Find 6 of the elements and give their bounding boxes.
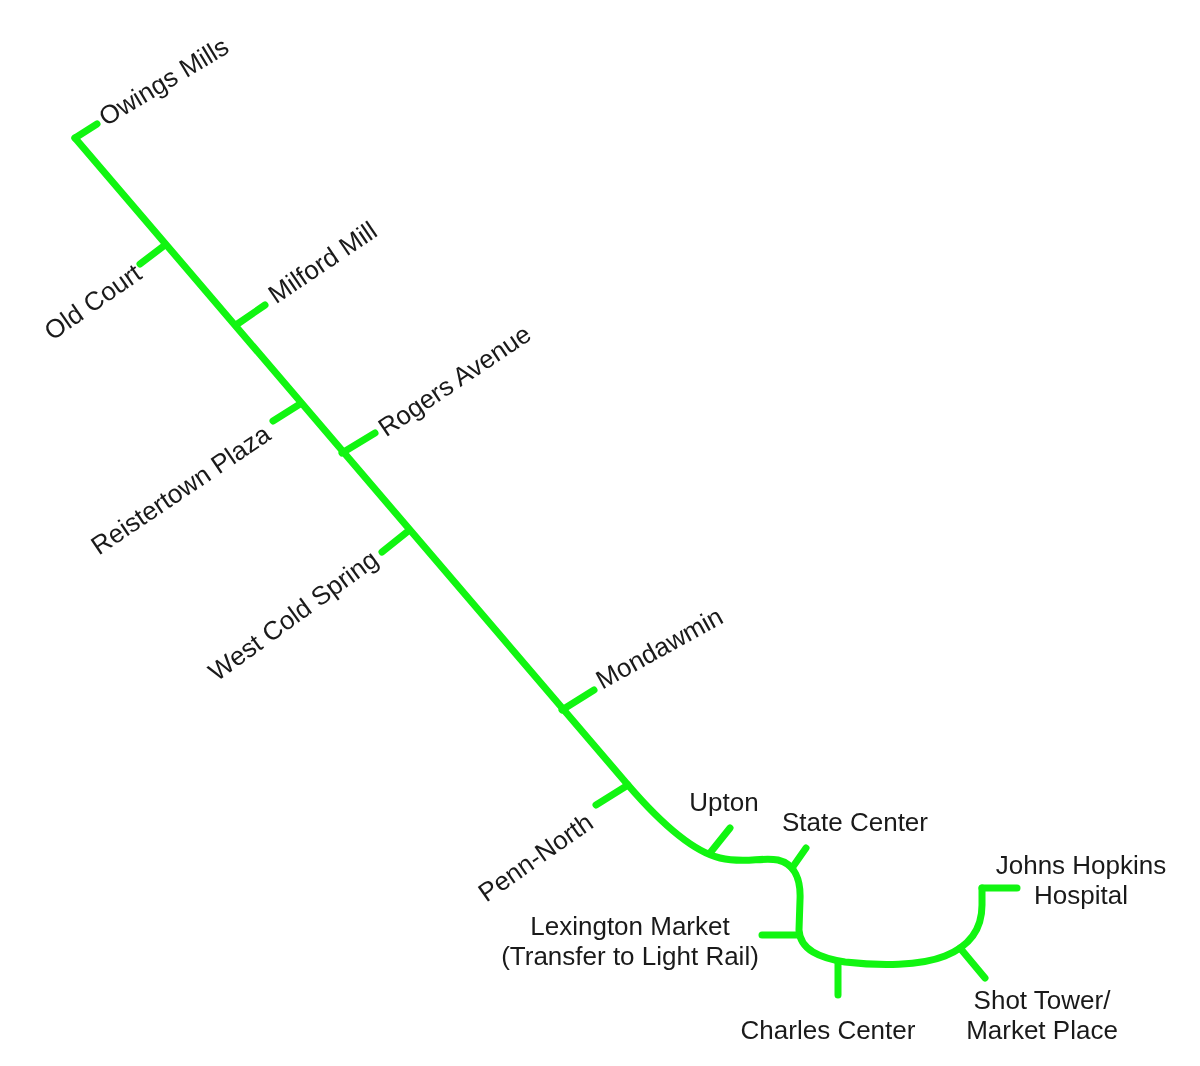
station-label: Shot Tower/ Market Place [965,985,1119,1045]
station-label: Upton [688,787,760,817]
station-label: Lexington Market (Transfer to Light Rail) [500,911,760,971]
station-label: Charles Center [739,1015,917,1045]
station-label: Johns Hopkins Hospital [994,850,1168,910]
station-label: State Center [781,807,929,837]
